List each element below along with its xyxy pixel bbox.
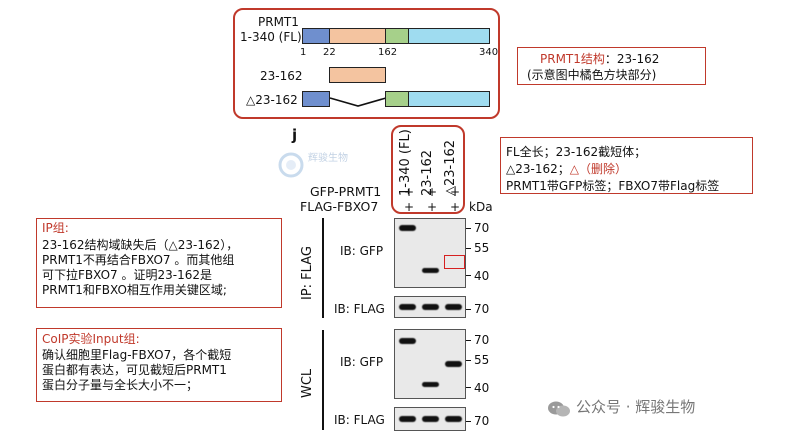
construct-delta-label: △23-162 (246, 93, 298, 107)
wcl-gfp-band-23-162 (422, 382, 439, 387)
position-162-label: 162 (378, 47, 398, 58)
wechat-icon (548, 401, 570, 417)
delta-segment-cyan (408, 91, 490, 107)
ip-gfp-band-fl (399, 225, 416, 231)
row2-sign-lane2: + (427, 200, 438, 214)
structure-note-title: PRMT1结构 (540, 52, 605, 66)
coip-note-box (36, 328, 282, 402)
construct-legend-box (500, 137, 753, 194)
lane-labels-frame (391, 125, 465, 214)
structure-note-box (517, 47, 706, 85)
row1-sign-lane2: + (427, 185, 438, 199)
footer-watermark: 公众号 · 辉骏生物 (576, 398, 696, 416)
ip-gfp-marker-55: 55 (474, 241, 490, 255)
structure-note-line2: (示意图中橘色方块部分) (527, 68, 657, 82)
construct-legend-line3: PRMT1带GFP标签；FBXO7带Flag标签 (506, 179, 720, 193)
position-22-label: 22 (323, 47, 336, 58)
panel-letter: j (292, 126, 298, 144)
wcl-gfp-tick-70 (466, 340, 471, 341)
ip-flag-marker-70: 70 (474, 302, 490, 316)
fl-segment-cyan (408, 28, 490, 44)
row1-sign-lane1: + (404, 185, 415, 199)
watermark-logo-icon (278, 152, 304, 178)
kda-label: kDa (469, 200, 493, 214)
construct-legend-deletion: △（删除） (569, 162, 627, 176)
ip-ib-gfp-label: IB: GFP (340, 244, 384, 258)
construct-23-162-label: 23-162 (260, 69, 303, 83)
ip-flag-band-2 (422, 304, 439, 310)
construct-legend-line1: FL全长；23-162截短体； (506, 145, 647, 159)
ip-ib-flag-label: IB: FLAG (334, 302, 385, 316)
watermark-logo-text: 辉骏生物 (308, 153, 348, 164)
structure-note-range: ：23-162 (604, 52, 660, 66)
row-label-flag-fbxo7: FLAG-FBXO7 (300, 199, 379, 214)
construct-23-162-segment (329, 67, 386, 83)
fl-segment-green (385, 28, 409, 44)
wcl-gfp-band-delta (445, 361, 462, 367)
ip-flag-label: IP: FLAG (300, 246, 315, 300)
construct-legend-delta: △23-162； (506, 162, 570, 176)
row1-sign-lane3: + (450, 185, 461, 199)
row2-sign-lane1: + (404, 200, 415, 214)
wcl-gfp-tick-40 (466, 387, 471, 388)
wcl-ib-flag-label: IB: FLAG (334, 413, 385, 427)
delta-segment-blue (302, 91, 330, 107)
ip-flag-band-3 (445, 304, 462, 310)
wcl-gfp-tick-55 (466, 360, 471, 361)
ip-gfp-marker-70: 70 (474, 221, 490, 235)
watermark-logo: 辉骏生物 (276, 148, 360, 182)
row2-sign-lane3: + (450, 200, 461, 214)
domain-diagram-frame (233, 8, 500, 119)
wcl-flag-marker-70: 70 (474, 414, 490, 428)
wcl-gfp-band-fl (399, 338, 416, 344)
delta-segment-green (385, 91, 409, 107)
wcl-gfp-marker-40: 40 (474, 381, 490, 395)
ip-bracket (322, 218, 324, 318)
wcl-flag-tick-70 (466, 421, 471, 422)
fl-construct-label: 1-340 (FL) (240, 30, 302, 44)
wcl-flag-band-1 (399, 416, 416, 422)
ip-note-text: 23-162结构域缺失后（△23-162）， PRMT1不再结合FBXO7 。而… (42, 238, 239, 297)
wcl-flag-band-2 (422, 416, 439, 422)
wcl-flag-band-3 (445, 416, 462, 422)
ip-flag-tick-70 (466, 309, 471, 310)
fl-segment-orange (329, 28, 386, 44)
wcl-gfp-marker-55: 55 (474, 353, 490, 367)
wcl-gfp-marker-70: 70 (474, 333, 490, 347)
ip-note-box (36, 218, 282, 308)
ip-gfp-tick-40 (466, 275, 471, 276)
fl-segment-blue (302, 28, 330, 44)
ip-gfp-tick-70 (466, 228, 471, 229)
ip-note-title: IP组: (42, 221, 69, 235)
position-1-label: 1 (300, 47, 307, 58)
coip-note-text: 确认细胞里Flag-FBXO7，各个截短 蛋白都有表达，可见截短后PRMT1 蛋… (42, 348, 232, 392)
ip-flag-band-1 (399, 304, 416, 310)
row-label-gfp-prmt1: GFP-PRMT1 (310, 184, 382, 199)
structure-note-line1: PRMT1结构：23-162 (540, 53, 659, 65)
wcl-label: WCL (300, 368, 315, 398)
position-340-label: 340 (479, 47, 499, 58)
coip-note-title: CoIP实验Input组: (42, 332, 140, 346)
construct-legend-line2: △23-162；△（删除） (506, 163, 627, 175)
ip-gfp-tick-55 (466, 248, 471, 249)
ip-gfp-band-23-162 (422, 268, 439, 273)
ip-gfp-missing-band-highlight (444, 255, 465, 269)
wcl-ib-gfp-label: IB: GFP (340, 355, 384, 369)
wcl-bracket (322, 330, 324, 430)
protein-name-label: PRMT1 (258, 15, 299, 29)
ip-gfp-marker-40: 40 (474, 269, 490, 283)
deletion-connector (329, 97, 387, 107)
